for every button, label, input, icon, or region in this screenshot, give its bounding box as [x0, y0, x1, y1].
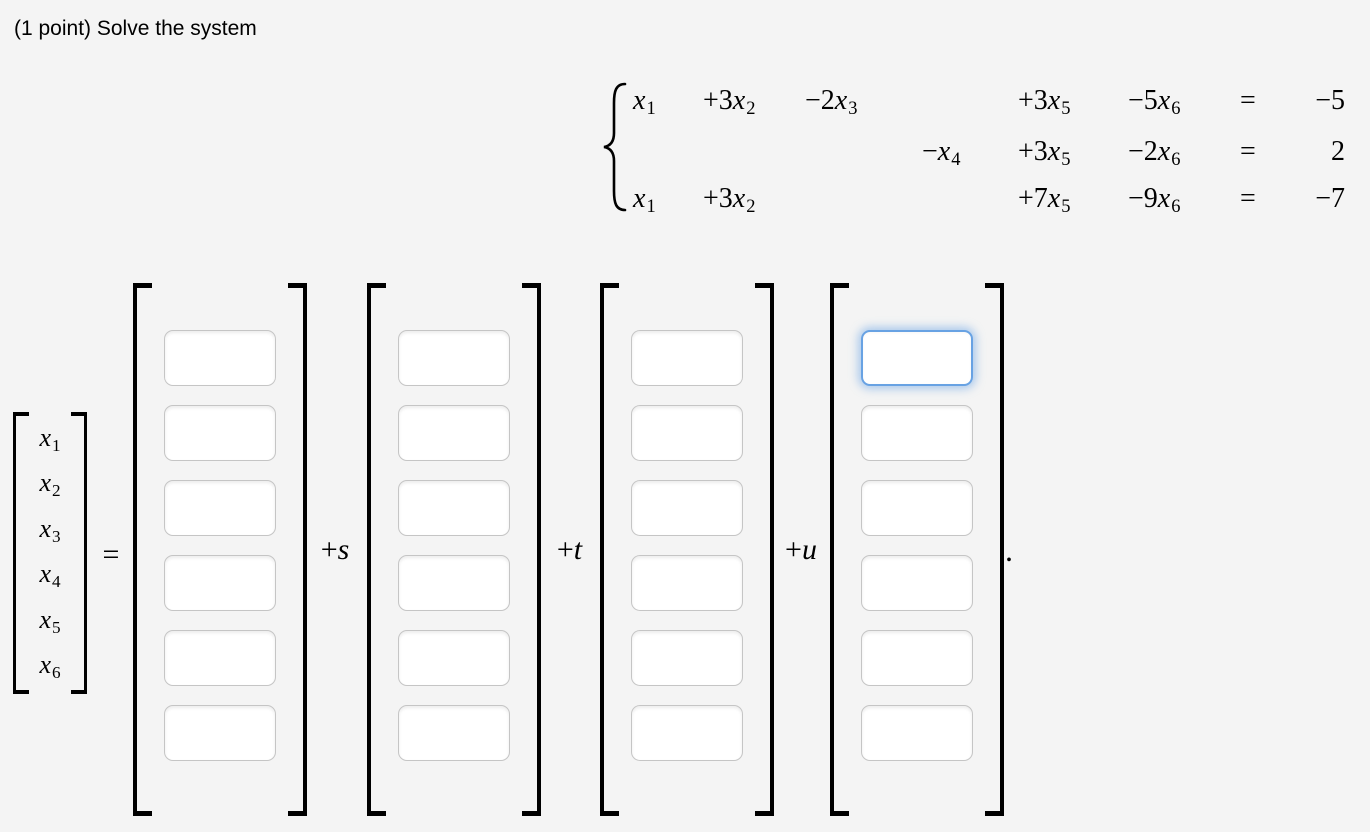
equation-term: −x4 — [922, 136, 961, 170]
answer-input-c1-r2[interactable] — [398, 480, 510, 536]
equation-term: x1 — [633, 183, 656, 217]
t-vector-column — [600, 283, 774, 816]
equation-term: +3x5 — [1018, 85, 1071, 119]
right-bracket — [71, 412, 87, 694]
answer-input-c3-r1[interactable] — [861, 405, 973, 461]
scalar-label-t: +t — [556, 533, 583, 566]
answer-input-c1-r3[interactable] — [398, 555, 510, 611]
equation-term — [805, 135, 922, 169]
left-curly-brace — [603, 82, 627, 212]
left-bracket — [830, 283, 849, 816]
answer-input-c2-r5[interactable] — [631, 705, 743, 761]
vector-variable-label: x5 — [39, 604, 61, 637]
vector-variable-label: x4 — [39, 559, 61, 592]
answer-input-c3-r5[interactable] — [861, 705, 973, 761]
answer-input-c1-r1[interactable] — [398, 405, 510, 461]
answer-input-c2-r2[interactable] — [631, 480, 743, 536]
vector-variable-label: x3 — [39, 513, 61, 546]
equation-term — [703, 135, 805, 169]
answer-input-c0-r5[interactable] — [164, 705, 276, 761]
answer-input-c1-r5[interactable] — [398, 705, 510, 761]
equation-row-3: x1 +3x2 +7x5 −9x6 = −7 — [633, 182, 1345, 216]
equals-sign: = — [1240, 183, 1256, 214]
equation-rhs: −7 — [1315, 183, 1345, 214]
equation-term — [922, 84, 1018, 118]
equation-term: +3x5 — [1018, 136, 1071, 170]
equation-term: +3x2 — [703, 85, 756, 119]
answer-input-c2-r0[interactable] — [631, 330, 743, 386]
answer-input-c2-r1[interactable] — [631, 405, 743, 461]
equation-row-1: x1 +3x2 −2x3 +3x5 −5x6 = −5 — [633, 84, 1345, 118]
answer-input-c3-r3[interactable] — [861, 555, 973, 611]
left-bracket — [367, 283, 386, 816]
answer-input-c2-r4[interactable] — [631, 630, 743, 686]
left-bracket — [600, 283, 619, 816]
trailing-period: . — [1005, 532, 1013, 568]
equation-row-2: −x4 +3x5 −2x6 = 2 — [633, 135, 1345, 169]
answer-input-c0-r0[interactable] — [164, 330, 276, 386]
vector-variable-label: x2 — [39, 468, 61, 501]
left-bracket — [13, 412, 29, 694]
scalar-label-s: +s — [320, 533, 350, 566]
answer-input-c3-r2[interactable] — [861, 480, 973, 536]
answer-input-c2-r3[interactable] — [631, 555, 743, 611]
variable-vector: x1 x2 x3 x4 x5 x6 — [13, 412, 87, 694]
equation-term: +7x5 — [1018, 183, 1071, 217]
answer-input-c1-r0[interactable] — [398, 330, 510, 386]
left-bracket — [133, 283, 152, 816]
answer-input-c3-r4[interactable] — [861, 630, 973, 686]
answer-input-c0-r4[interactable] — [164, 630, 276, 686]
problem-title: (1 point) Solve the system — [14, 17, 257, 40]
equation-term — [633, 135, 703, 169]
right-bracket — [985, 283, 1004, 816]
equation-term: −9x6 — [1128, 183, 1181, 217]
vector-variable-label: x1 — [39, 423, 61, 455]
equation-term — [805, 182, 922, 216]
answer-input-c0-r2[interactable] — [164, 480, 276, 536]
right-bracket — [755, 283, 774, 816]
equation-term: −2x6 — [1128, 136, 1181, 170]
answer-input-c3-r0[interactable] — [861, 330, 973, 386]
equals-sign: = — [1240, 136, 1256, 167]
equation-term: −5x6 — [1128, 85, 1181, 119]
scalar-label-u: +u — [785, 533, 817, 566]
equation-term — [922, 182, 1018, 216]
equation-rhs: 2 — [1331, 136, 1345, 167]
answer-input-c0-r1[interactable] — [164, 405, 276, 461]
u-vector-column — [830, 283, 1004, 816]
right-bracket — [288, 283, 307, 816]
equation-rhs: −5 — [1315, 85, 1345, 116]
right-bracket — [522, 283, 541, 816]
equals-sign: = — [1240, 85, 1256, 116]
equals-sign: = — [102, 538, 120, 571]
equation-term: +3x2 — [703, 183, 756, 217]
answer-input-c1-r4[interactable] — [398, 630, 510, 686]
vector-variable-label: x6 — [39, 650, 61, 682]
equation-term: −2x3 — [805, 85, 858, 119]
equation-term: x1 — [633, 85, 656, 119]
s-vector-column — [367, 283, 541, 816]
answer-input-c0-r3[interactable] — [164, 555, 276, 611]
particular-vector-column — [133, 283, 307, 816]
